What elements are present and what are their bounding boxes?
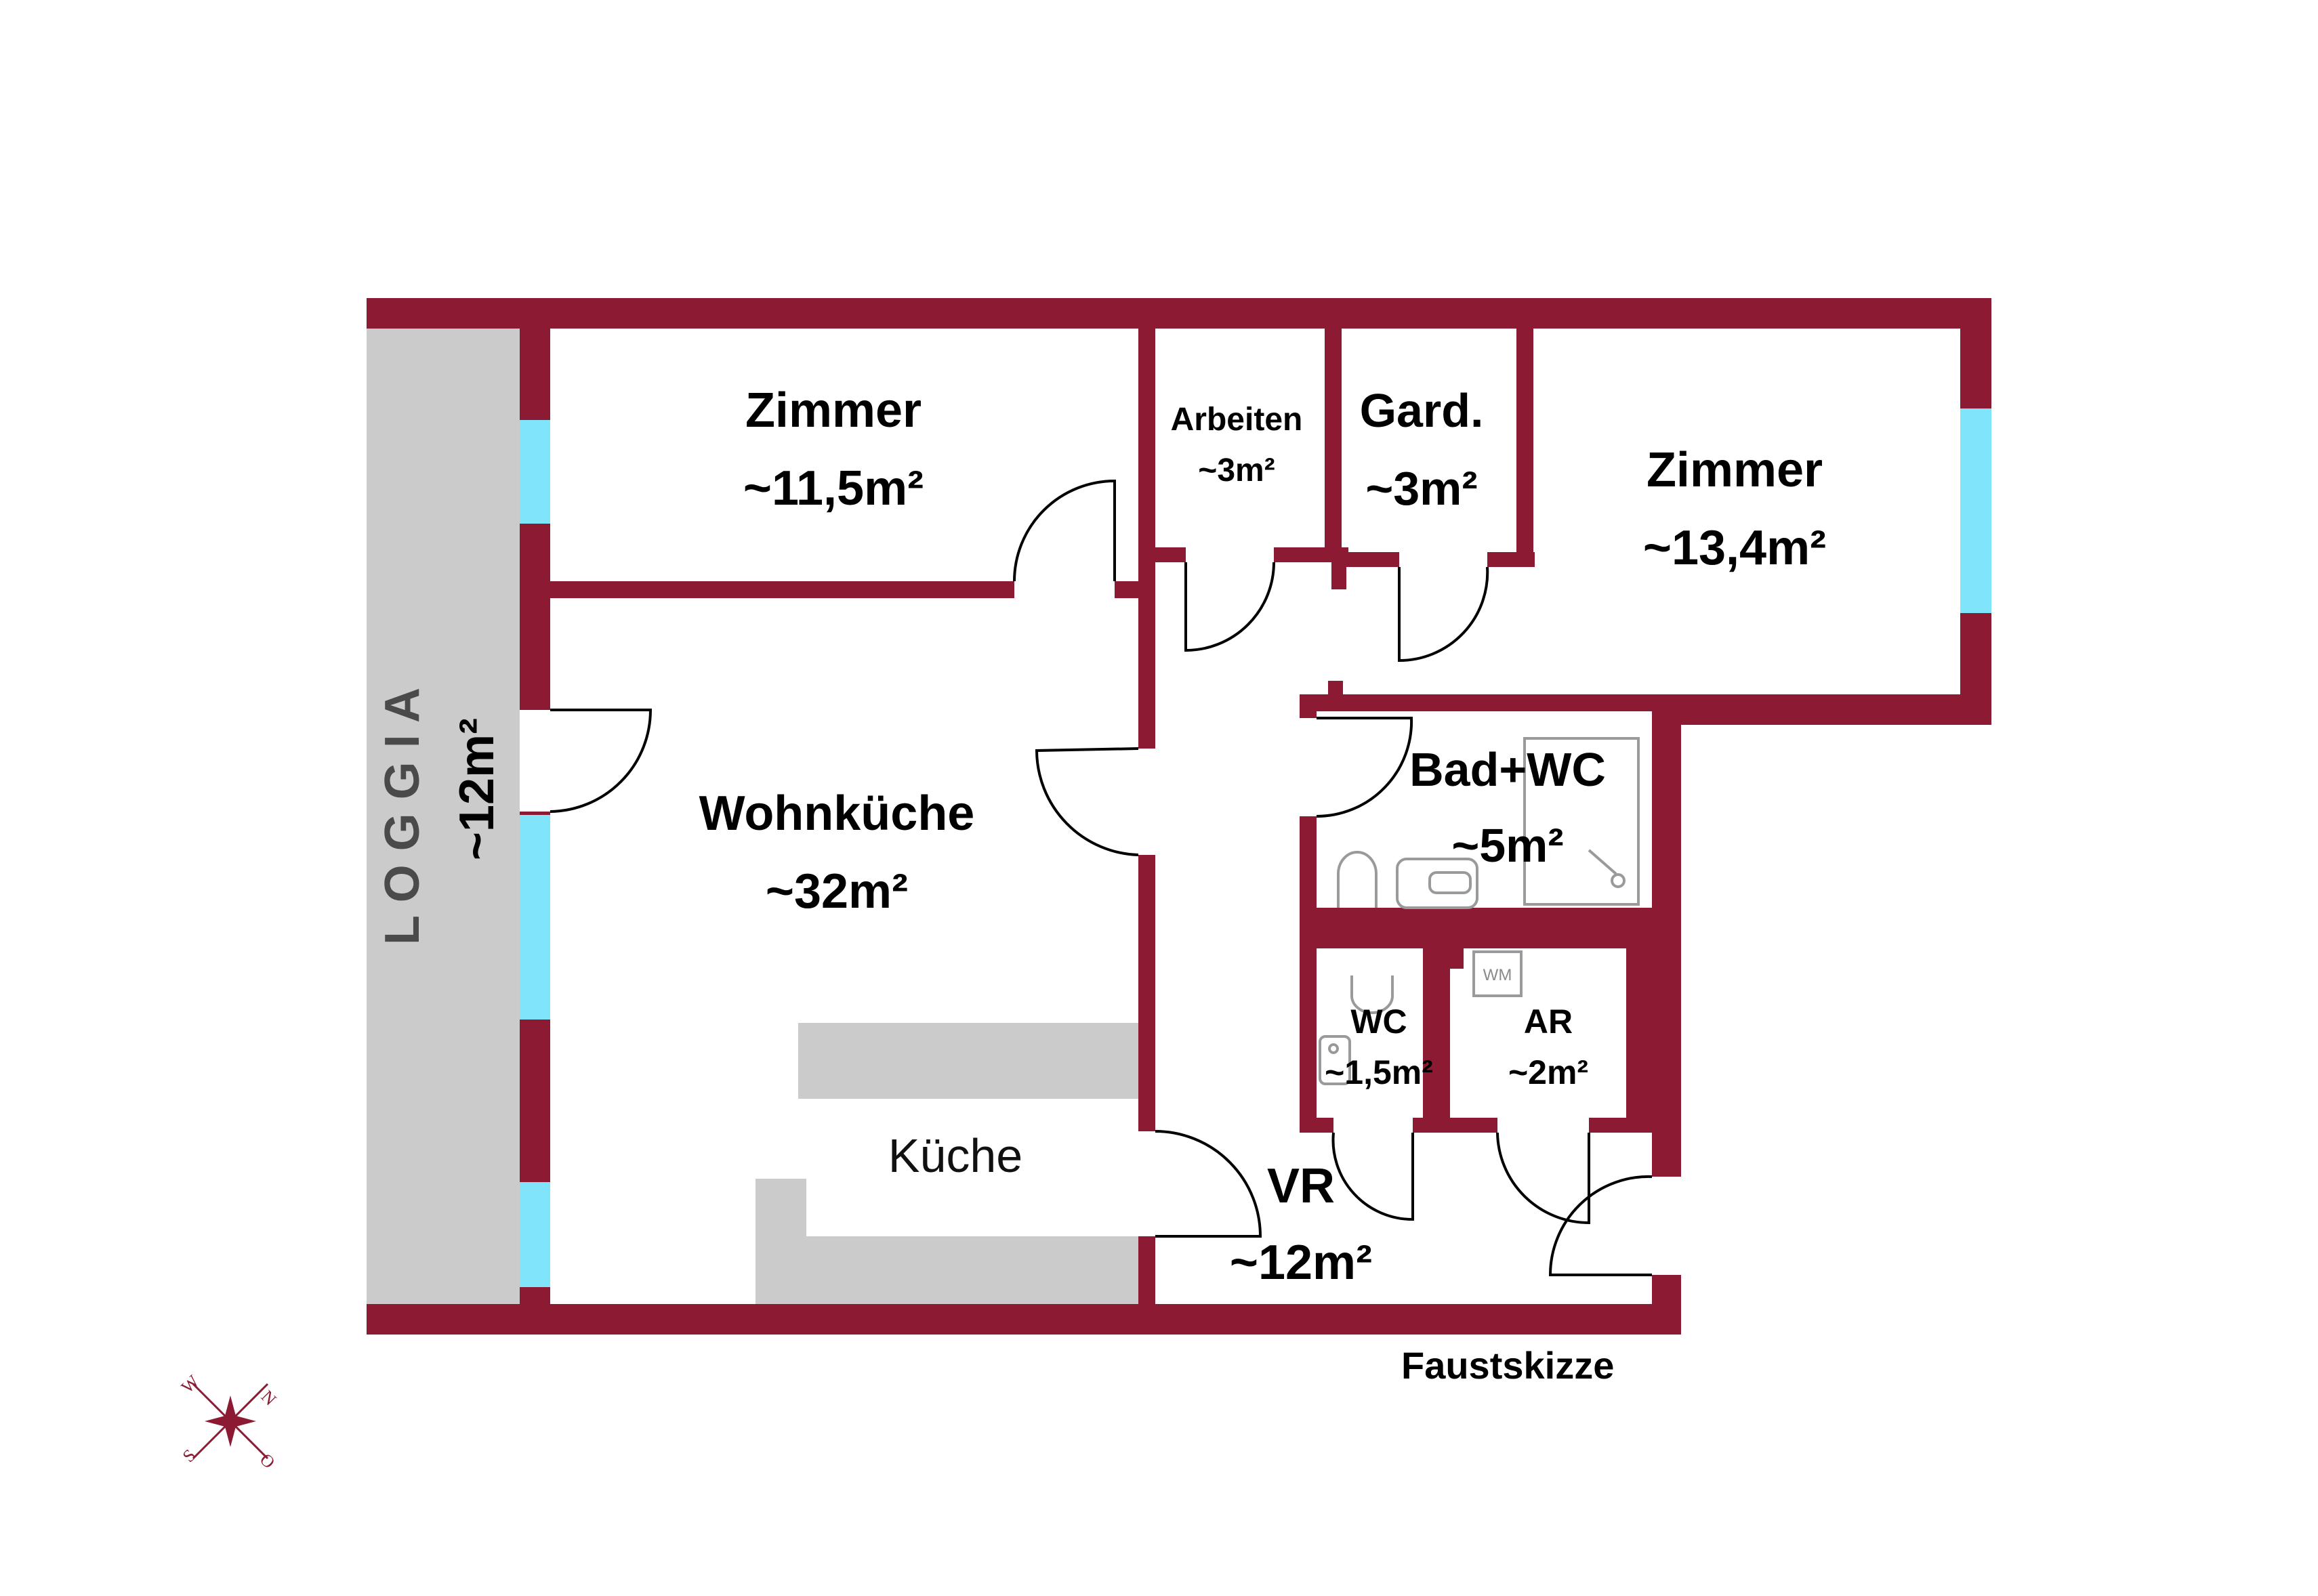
room-zimmer-b-name: Zimmer: [1647, 443, 1823, 497]
loggia-label: L O G G I A: [375, 688, 430, 945]
room-kueche-name: Küche: [888, 1129, 1022, 1182]
room-bad-area: ~5m²: [1451, 819, 1563, 872]
room-wc-name: WC: [1350, 1003, 1407, 1041]
shower-icon: [1523, 737, 1640, 906]
washbasin-icon: [1396, 858, 1478, 909]
room-gard-name: Gard.: [1360, 384, 1484, 437]
room-vr-name: VR: [1267, 1159, 1335, 1213]
toilet-icon: [1337, 851, 1378, 908]
room-ar-name: AR: [1524, 1003, 1573, 1041]
room-zimmer-b-area: ~13,4m²: [1643, 521, 1826, 575]
washing-machine-icon: [1472, 950, 1523, 997]
kitchen-counter-corner: [756, 1179, 806, 1246]
room-bad-name: Bad+WC: [1409, 743, 1606, 796]
loggia-area: [367, 329, 520, 1304]
room-wohnkueche-name: Wohnküche: [699, 786, 975, 841]
room-gard-area: ~3m²: [1365, 462, 1477, 515]
kitchen-counter-mask: [806, 1179, 1138, 1236]
room-wc-area: ~1,5m²: [1325, 1053, 1433, 1091]
room-zimmer-a-name: Zimmer: [745, 383, 922, 438]
room-wohnkueche-area: ~32m²: [766, 864, 908, 919]
loggia-area-label: ~12m²: [450, 718, 504, 860]
kitchen-counter-lower: [756, 1236, 1138, 1304]
room-arbeiten-name: Arbeiten: [1171, 402, 1303, 438]
room-zimmer-a-area: ~11,5m²: [743, 461, 924, 516]
washing-machine-label: WM: [1483, 966, 1512, 984]
sanitary-fixtures: [1319, 737, 1640, 1085]
room-arbeiten-area: ~3m²: [1198, 453, 1275, 488]
compass-rose-icon: N O S W: [178, 1371, 281, 1472]
kitchen-counter-upper: [798, 1023, 1138, 1099]
windows: [520, 408, 1991, 1287]
walls: [367, 298, 1991, 1335]
wc-toilet-icon: [1350, 975, 1394, 1014]
sketch-caption: Faustskizze: [1401, 1344, 1614, 1387]
compass-w: W: [178, 1371, 203, 1397]
doors: [550, 479, 1653, 1276]
room-ar-area: ~2m²: [1508, 1053, 1588, 1091]
wc-basin-icon: [1319, 1035, 1351, 1085]
compass-o: O: [256, 1450, 279, 1473]
room-vr-area: ~12m²: [1230, 1236, 1372, 1290]
